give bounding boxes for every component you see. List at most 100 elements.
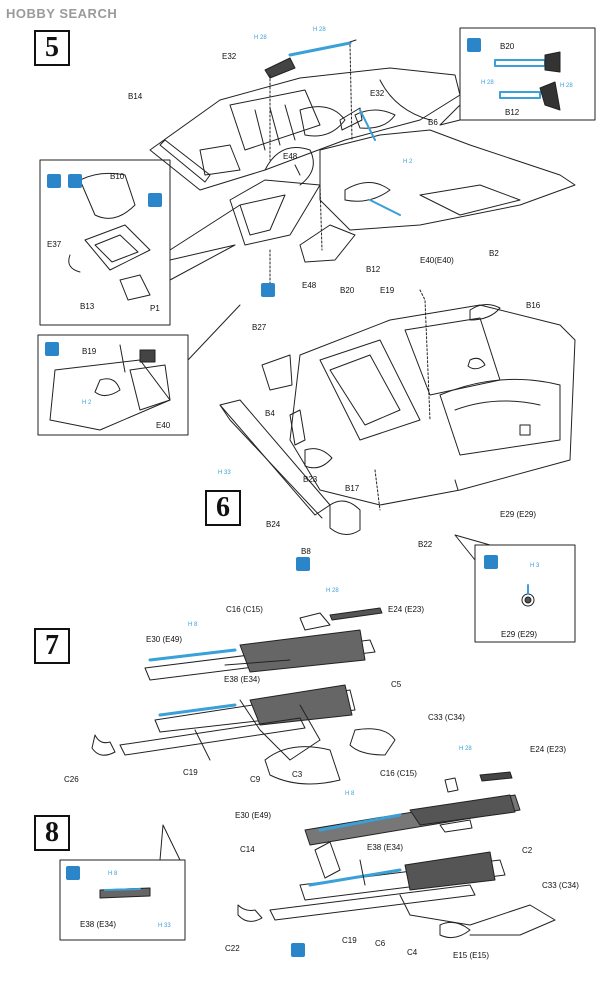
step5-inset-box-right — [459, 27, 596, 121]
step5-inset-box-left — [39, 159, 171, 326]
part-label: B19 — [82, 347, 97, 356]
brush-icon — [467, 38, 481, 52]
part-label: C16 (C15) — [380, 769, 417, 778]
part-label: C6 — [375, 939, 386, 948]
part-label: C2 — [522, 846, 533, 855]
part-label: C33 (C34) — [542, 881, 579, 890]
part-label: C3 — [292, 770, 303, 779]
part-label: B27 — [252, 323, 267, 332]
paint-code-text: H 8 — [188, 622, 198, 628]
step-number-5: 5 — [34, 30, 70, 66]
step6-hull-drawing — [219, 289, 576, 535]
hobby-search-logo: HOBBY SEARCH — [6, 6, 117, 21]
part-label: B10 — [110, 172, 125, 181]
brush-icon — [47, 174, 61, 188]
part-label: B2 — [489, 249, 499, 258]
part-label: B23 — [303, 475, 318, 484]
part-label: B14 — [128, 92, 143, 101]
paint-code-text: H 3 — [530, 563, 540, 569]
step6-inset-box — [474, 544, 576, 643]
paint-code: H 33 — [158, 922, 171, 930]
part-label: E15 (E15) — [453, 951, 490, 960]
part-label: E30 (E49) — [235, 811, 272, 820]
part-label: P1 — [150, 304, 160, 313]
glue-icon — [291, 943, 305, 957]
part-label: B4 — [265, 409, 275, 418]
part-label: B22 — [418, 540, 433, 549]
part-label: C4 — [407, 948, 418, 957]
part-label: C5 — [391, 680, 402, 689]
part-label: B20 — [340, 286, 355, 295]
part-label: E40 — [156, 421, 171, 430]
paint-code: H 28 — [254, 34, 267, 42]
part-label: E37 — [47, 240, 62, 249]
step-number-7: 7 — [34, 628, 70, 664]
part-label: C26 — [64, 775, 79, 784]
part-label: C22 — [225, 944, 240, 953]
part-label: E30 (E49) — [146, 635, 183, 644]
part-label: E38 (E34) — [224, 675, 261, 684]
paint-code-text: H 8 — [345, 791, 355, 797]
part-label: B24 — [266, 520, 281, 529]
paint-code-text: H 2 — [82, 400, 92, 406]
part-label: E29 (E29) — [501, 630, 538, 639]
paint-code: H 8 — [345, 790, 354, 798]
part-label: E38 (E34) — [367, 843, 404, 852]
part-label: B8 — [301, 547, 311, 556]
paint-code: H 33 — [218, 469, 231, 477]
part-label: B16 — [526, 301, 541, 310]
part-label: C9 — [250, 775, 261, 784]
part-label: E38 (E34) — [80, 920, 117, 929]
paint-code-text: H 28 — [326, 588, 339, 594]
step7-gun-drawing — [91, 607, 396, 785]
part-label: B20 — [500, 42, 515, 51]
part-label: B17 — [345, 484, 360, 493]
rotate-icon — [261, 283, 275, 297]
glue-icon — [148, 193, 162, 207]
paint-code: H 2 — [82, 399, 91, 407]
part-label: C14 — [240, 845, 255, 854]
paint-code: H 28 — [326, 587, 339, 595]
rotate-icon — [68, 174, 82, 188]
paint-code-text: H 28 — [254, 35, 267, 41]
part-label: B12 — [366, 265, 381, 274]
brush-icon — [66, 866, 80, 880]
step5-inset-box-lower — [37, 334, 189, 436]
step8-inset-box — [59, 859, 186, 941]
part-label: E32 — [222, 52, 237, 61]
part-label: B12 — [505, 108, 520, 117]
paint-code-text: H 2 — [403, 159, 413, 165]
step-number-6: 6 — [205, 490, 241, 526]
paint-code: H 28 — [313, 26, 326, 34]
step8-gun-drawing — [237, 771, 556, 939]
part-label: E32 — [370, 89, 385, 98]
part-label: C19 — [183, 768, 198, 777]
part-label: C33 (C34) — [428, 713, 465, 722]
paint-code-text: H 28 — [481, 80, 494, 86]
rotate-icon — [296, 557, 310, 571]
step5-hull-drawing — [149, 39, 576, 291]
paint-code: H 28 — [481, 79, 494, 87]
part-label: E19 — [380, 286, 395, 295]
paint-code: H 8 — [188, 621, 197, 629]
paint-code-text: H 28 — [459, 746, 472, 752]
paint-code-text: H 28 — [560, 83, 573, 89]
part-label: C19 — [342, 936, 357, 945]
paint-code: H 3 — [530, 562, 539, 570]
part-label: E24 (E23) — [388, 605, 425, 614]
part-label: C16 (C15) — [226, 605, 263, 614]
part-label: B6 — [428, 118, 438, 127]
paint-code-text: H 33 — [158, 923, 171, 929]
step-number-8: 8 — [34, 815, 70, 851]
part-label: E48 — [302, 281, 317, 290]
paint-code: H 28 — [560, 82, 573, 90]
part-label: E40(E40) — [420, 256, 454, 265]
paint-code-text: H 33 — [218, 470, 231, 476]
part-label: E29 (E29) — [500, 510, 537, 519]
brush-icon — [45, 342, 59, 356]
paint-code: H 28 — [459, 745, 472, 753]
brush-icon — [484, 555, 498, 569]
part-label: E24 (E23) — [530, 745, 567, 754]
paint-code-text: H 8 — [108, 871, 118, 877]
